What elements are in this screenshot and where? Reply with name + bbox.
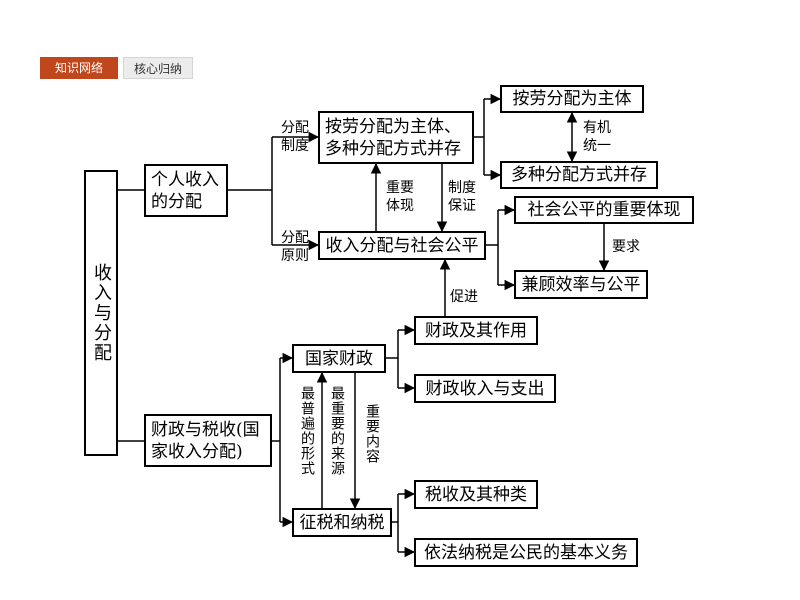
tab-core-summary[interactable]: 核心归纳 [123, 57, 193, 79]
node-finance-role: 财政及其作用 [414, 316, 538, 345]
label-organic-unity: 有机 统一 [583, 120, 611, 154]
node-labor-main: 按劳分配为主体 [500, 85, 644, 113]
node-tax-duty: 依法纳税是公民的基本义务 [414, 538, 638, 567]
node-labor-mixed-system: 按劳分配为主体、 多种分配方式并存 [318, 111, 474, 164]
node-finance-income-expenditure: 财政收入与支出 [414, 374, 556, 403]
label-distribution-principle: 分配 原则 [281, 230, 309, 264]
tab-knowledge-network[interactable]: 知识网络 [40, 57, 118, 79]
label-most-important-source: 最重要的来源 [329, 386, 345, 476]
node-income-and-distribution: 收入与分配 [84, 170, 118, 456]
node-fiscal-tax: 财政与税收(国 家收入分配) [144, 414, 272, 467]
label-distribution-system: 分配 制度 [281, 120, 309, 154]
label-promote: 促进 [450, 289, 478, 305]
label-most-common-form: 最普遍的形式 [299, 386, 315, 476]
node-personal-income: 个人收入 的分配 [144, 164, 228, 217]
label-requirement: 要求 [612, 239, 640, 255]
node-fairness-reflection: 社会公平的重要体现 [514, 196, 694, 224]
label-important-content: 重要内容 [364, 404, 380, 464]
label-system-guarantee: 制度 保证 [448, 180, 476, 214]
node-label: 财政与税收(国 家收入分配) [151, 419, 260, 462]
node-income-fairness: 收入分配与社会公平 [318, 231, 486, 260]
label-important-reflection: 重要 体现 [386, 180, 414, 214]
node-label: 收入与分配 [91, 263, 112, 363]
node-tax-types: 税收及其种类 [414, 480, 538, 509]
node-mixed-methods: 多种分配方式并存 [500, 161, 658, 189]
node-national-finance: 国家财政 [292, 344, 386, 373]
node-efficiency-fairness: 兼顾效率与公平 [514, 270, 648, 299]
node-label: 按劳分配为主体、 多种分配方式并存 [325, 116, 461, 159]
node-label: 个人收入 的分配 [151, 169, 219, 212]
node-taxation: 征税和纳税 [292, 508, 392, 537]
